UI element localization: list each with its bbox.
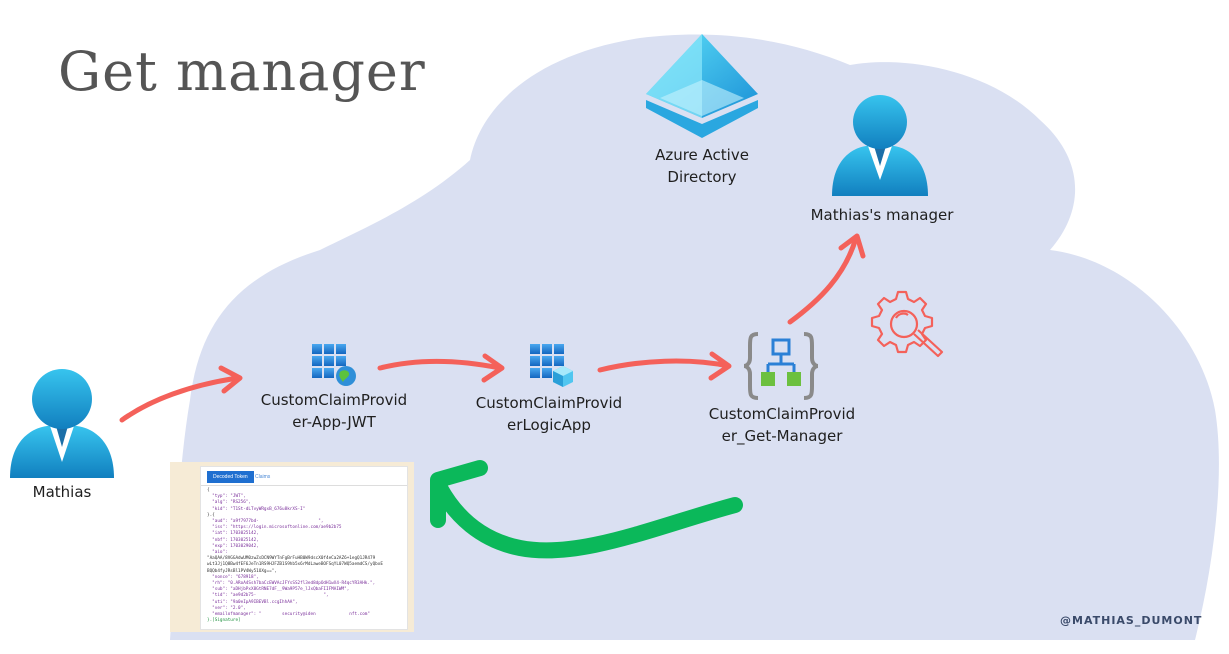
jwt-token-preview: Decoded Token Claims { "typ": "JWT", "al… [170,462,414,632]
arrow-head [838,233,866,259]
jwt-line: "sub": "aDHjbPxX8GtRNE7dF__9Wa9P57e_lJxQ… [207,587,350,593]
jwt-line: "ver": "2.0", [207,605,246,611]
logic-app-label: CustomClaimProvid erLogicApp [475,394,623,434]
author-watermark: @MATHIAS_DUMONT [1060,614,1203,627]
jwt-line: "aud": "a9f7977bd- ", [207,519,324,525]
api-connection-icon [743,332,819,400]
jwt-line: }.[Signature] [207,618,241,624]
app-jwt-label: CustomClaimProvid er-App-JWT [260,391,408,431]
flow-arrows [119,233,866,423]
jwt-line: "alg": "RS256", [207,500,251,506]
tab-claims[interactable]: Claims [255,474,271,480]
arrow-logic-app-to-get-manager [597,358,731,373]
jwt-viewer: Decoded Token Claims { "typ": "JWT", "al… [200,466,408,630]
jwt-line: "typ": "JWT", [207,494,246,500]
jwt-line: "iat": 1703025142, [207,531,259,537]
jwt-line: "nbf": 1703025142, [207,537,259,543]
get-manager-label: CustomClaimProvid er_Get-Manager [708,405,856,445]
app-registration-cube-icon [530,344,573,387]
jwt-line: "tid": "ae9d2b75- ", [207,593,329,599]
page-title: Get manager [58,40,426,103]
user-icon [10,369,114,478]
arrow-mathias-to-app-jwt [119,375,241,423]
arrow-head [481,353,505,383]
jwt-line: "iss": "https://login.microsoftonline.co… [207,525,342,531]
jwt-line: }.{ [207,512,215,518]
user-icon [832,95,928,196]
jwt-line: "nonce": "678918", [207,574,259,580]
gear-search-icon [870,290,944,358]
arrow-app-jwt-to-logic-app [377,358,503,371]
jwt-line: wLt3Jj1Q8Bw4fEF6JeTn1RS9HJFZB1S9hb5x6rMd… [207,562,383,568]
jwt-line: "aio": [207,550,228,556]
tab-decoded-token[interactable]: Decoded Token [207,471,254,483]
azure-active-directory-icon [646,34,758,138]
jwt-decoded-text: { "typ": "JWT", "alg": "RS256", "kid": "… [207,488,407,624]
jwt-line: "emailofmanager": " security@iden nft.co… [207,612,370,618]
jwt-line: { [207,488,210,493]
jwt-line: "exp": 1703029042, [207,543,259,549]
jwt-line: "AaQAA/8VGGAdwUM0zwZsDCN9WYTnFgBrFuHB0W9… [207,556,376,562]
jwt-line: "rh": "0.ARoA4Ssh7baCcEWVAcJFYsSS2fl3ed8… [207,581,376,587]
arrow-head [708,351,732,381]
arrow-head [218,365,243,394]
aad-label: Azure Active Directory [655,146,749,186]
jwt-line: "kid": "T1St-dLTvyWRgxB_676u8krXS-I" [207,506,306,512]
mathias-label: Mathias [32,483,92,501]
jwt-line: BQQb4fyJRsBl1PV4Wy51OXg==", [207,568,277,574]
app-registration-globe-icon [312,344,356,386]
jwt-line: "uti": "9a0eIpA9IBEVBl.ccgIhhAA", [207,599,298,605]
arrow-get-manager-to-manager [787,235,859,325]
return-arrow [430,460,743,559]
manager-label: Mathias's manager [810,206,954,224]
jwt-tabs: Decoded Token Claims [201,467,407,486]
